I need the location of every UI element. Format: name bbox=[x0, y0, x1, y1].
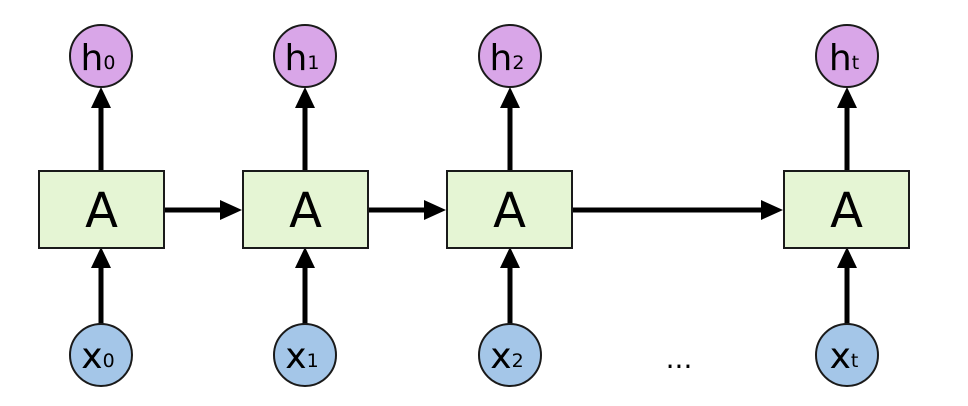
output-arrowhead-0 bbox=[91, 87, 111, 108]
block-box bbox=[446, 170, 573, 249]
input-arrowheads bbox=[91, 247, 857, 268]
output-circle bbox=[478, 24, 542, 88]
rnn-block-1: A bbox=[242, 170, 369, 249]
input-node-0: x0 bbox=[69, 323, 133, 387]
input-arrows bbox=[98, 252, 850, 324]
output-circle bbox=[273, 24, 337, 88]
input-arrowhead-1 bbox=[295, 247, 315, 268]
input-label: x0 bbox=[81, 336, 114, 377]
output-arrowhead-1 bbox=[295, 87, 315, 108]
rnn-block-0: A bbox=[38, 170, 165, 249]
block-label: A bbox=[493, 183, 526, 239]
output-label: h0 bbox=[81, 38, 116, 79]
input-arrowhead-0 bbox=[91, 247, 111, 268]
input-arrowhead-3 bbox=[837, 247, 857, 268]
block-box bbox=[242, 170, 369, 249]
output-node-3: ht bbox=[815, 24, 879, 88]
block-label: A bbox=[830, 183, 863, 239]
output-circle bbox=[815, 24, 879, 88]
block-box bbox=[783, 170, 910, 249]
input-arrowhead-2 bbox=[500, 247, 520, 268]
input-node-3: xt bbox=[815, 323, 879, 387]
output-arrows bbox=[98, 96, 850, 170]
output-circle bbox=[69, 24, 133, 88]
output-node-2: h2 bbox=[478, 24, 542, 88]
recurrent-arrowhead-1 bbox=[424, 200, 446, 220]
rnn-block-2: A bbox=[446, 170, 573, 249]
output-arrowhead-3 bbox=[837, 87, 857, 108]
input-label: xt bbox=[830, 336, 859, 377]
rnn-block-3: A bbox=[783, 170, 910, 249]
recurrent-arrowhead-2 bbox=[761, 200, 783, 220]
recurrent-arrowhead-0 bbox=[220, 200, 242, 220]
input-node-1: x1 bbox=[273, 323, 337, 387]
input-node-2: x2 bbox=[478, 323, 542, 387]
output-label: ht bbox=[829, 38, 859, 79]
block-box bbox=[38, 170, 165, 249]
output-label: h2 bbox=[490, 38, 525, 79]
input-circle bbox=[815, 323, 879, 387]
output-label: h1 bbox=[285, 38, 320, 79]
input-circle bbox=[478, 323, 542, 387]
block-label: A bbox=[85, 183, 118, 239]
input-label: x2 bbox=[490, 336, 523, 377]
input-circle bbox=[273, 323, 337, 387]
sequence-ellipsis: ... bbox=[666, 342, 693, 375]
output-arrowhead-2 bbox=[500, 87, 520, 108]
input-circle bbox=[69, 323, 133, 387]
output-arrowheads bbox=[91, 87, 857, 108]
input-label: x1 bbox=[285, 336, 318, 377]
output-node-1: h1 bbox=[273, 24, 337, 88]
block-label: A bbox=[289, 183, 322, 239]
output-node-0: h0 bbox=[69, 24, 133, 88]
recurrent-arrowheads bbox=[220, 200, 783, 220]
